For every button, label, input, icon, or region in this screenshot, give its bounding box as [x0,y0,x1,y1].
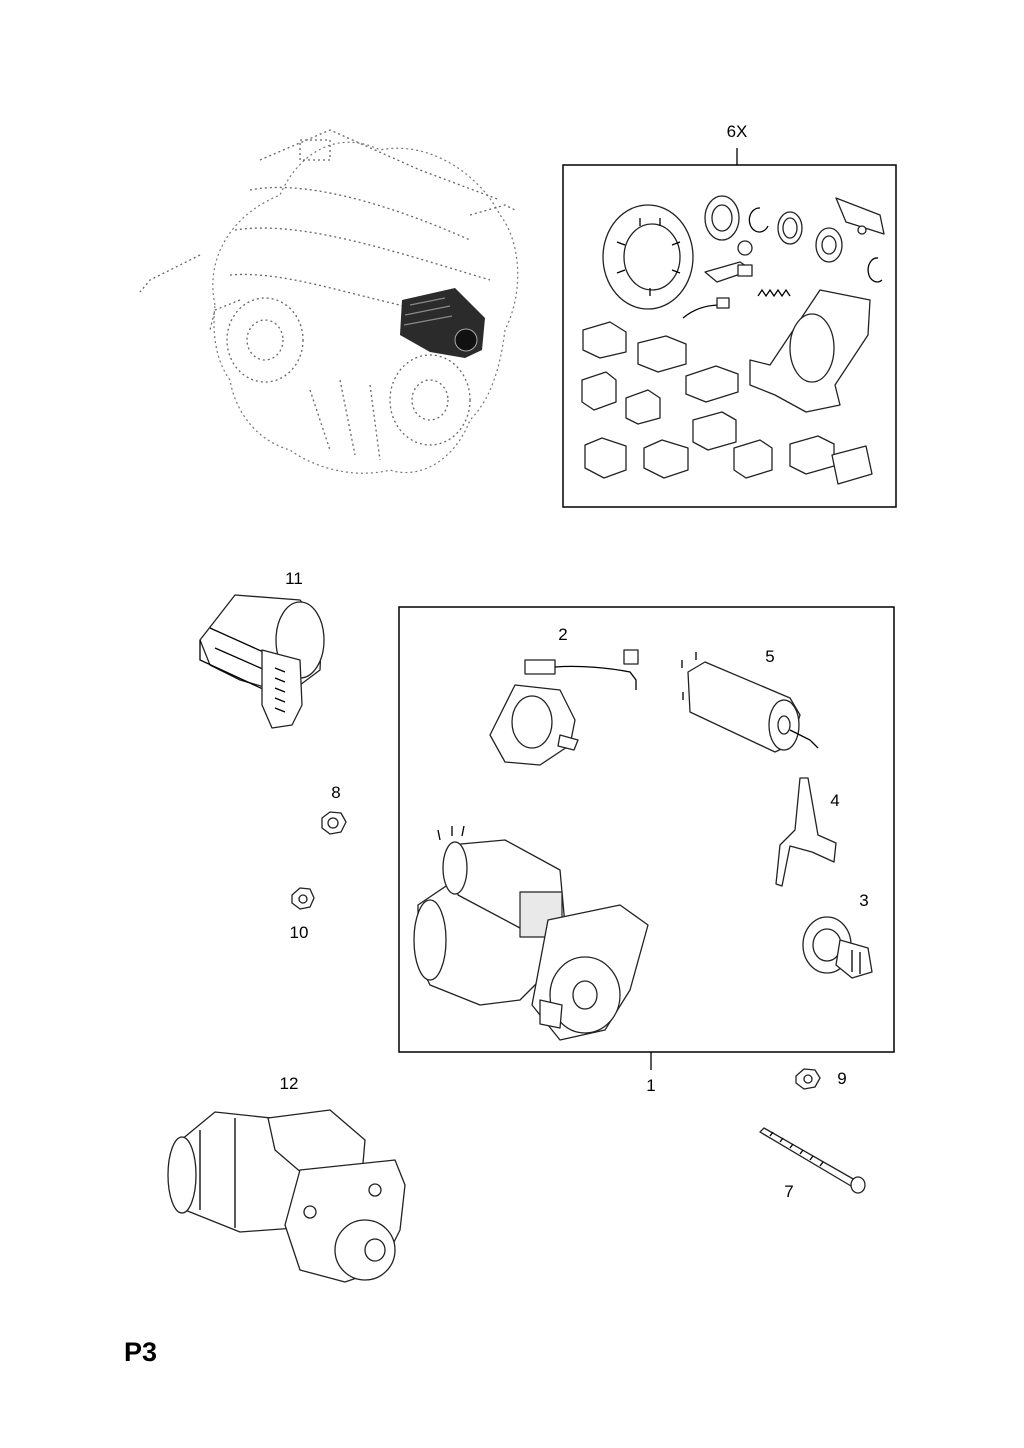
part-nut-10-illustration [291,887,315,910]
part-bracket-illustration [199,594,325,729]
callout-brush-holder-label: 2 [558,625,567,644]
callout-nut-9-label: 9 [837,1069,846,1088]
callout-bracket-label: 11 [285,569,303,588]
part-nut-9-illustration [795,1068,821,1090]
part-solenoid-illustration [681,652,819,753]
callout-starter-label: 1 [646,1076,655,1095]
callout-starter-alt-label: 12 [280,1074,299,1093]
part-brush-holder-illustration [489,649,639,766]
part-bolt-illustration [759,1127,866,1194]
part-starter-motor-illustration [413,825,649,1041]
part-nut-8-illustration [321,811,347,835]
highlighted-starter-on-engine [400,288,485,358]
kit-frame [562,164,897,508]
starter-assembly-frame [398,606,895,1053]
part-pinion-illustration [802,916,873,979]
page-code: P3 [124,1337,157,1367]
kit-brush-set-illustration [581,195,885,485]
engine-overview-illustration [139,129,519,474]
part-starter-motor-alt-illustration [167,1109,406,1283]
callout-kit-label: 6X [727,122,748,141]
callout-pinion-label: 3 [859,891,868,910]
part-fork-illustration [775,777,837,887]
callout-solenoid-label: 5 [765,647,774,666]
callout-fork-label: 4 [830,791,839,810]
callout-nut-10-label: 10 [290,923,309,942]
callout-bolt-label: 7 [784,1182,793,1201]
callout-nut-8-label: 8 [331,783,340,802]
